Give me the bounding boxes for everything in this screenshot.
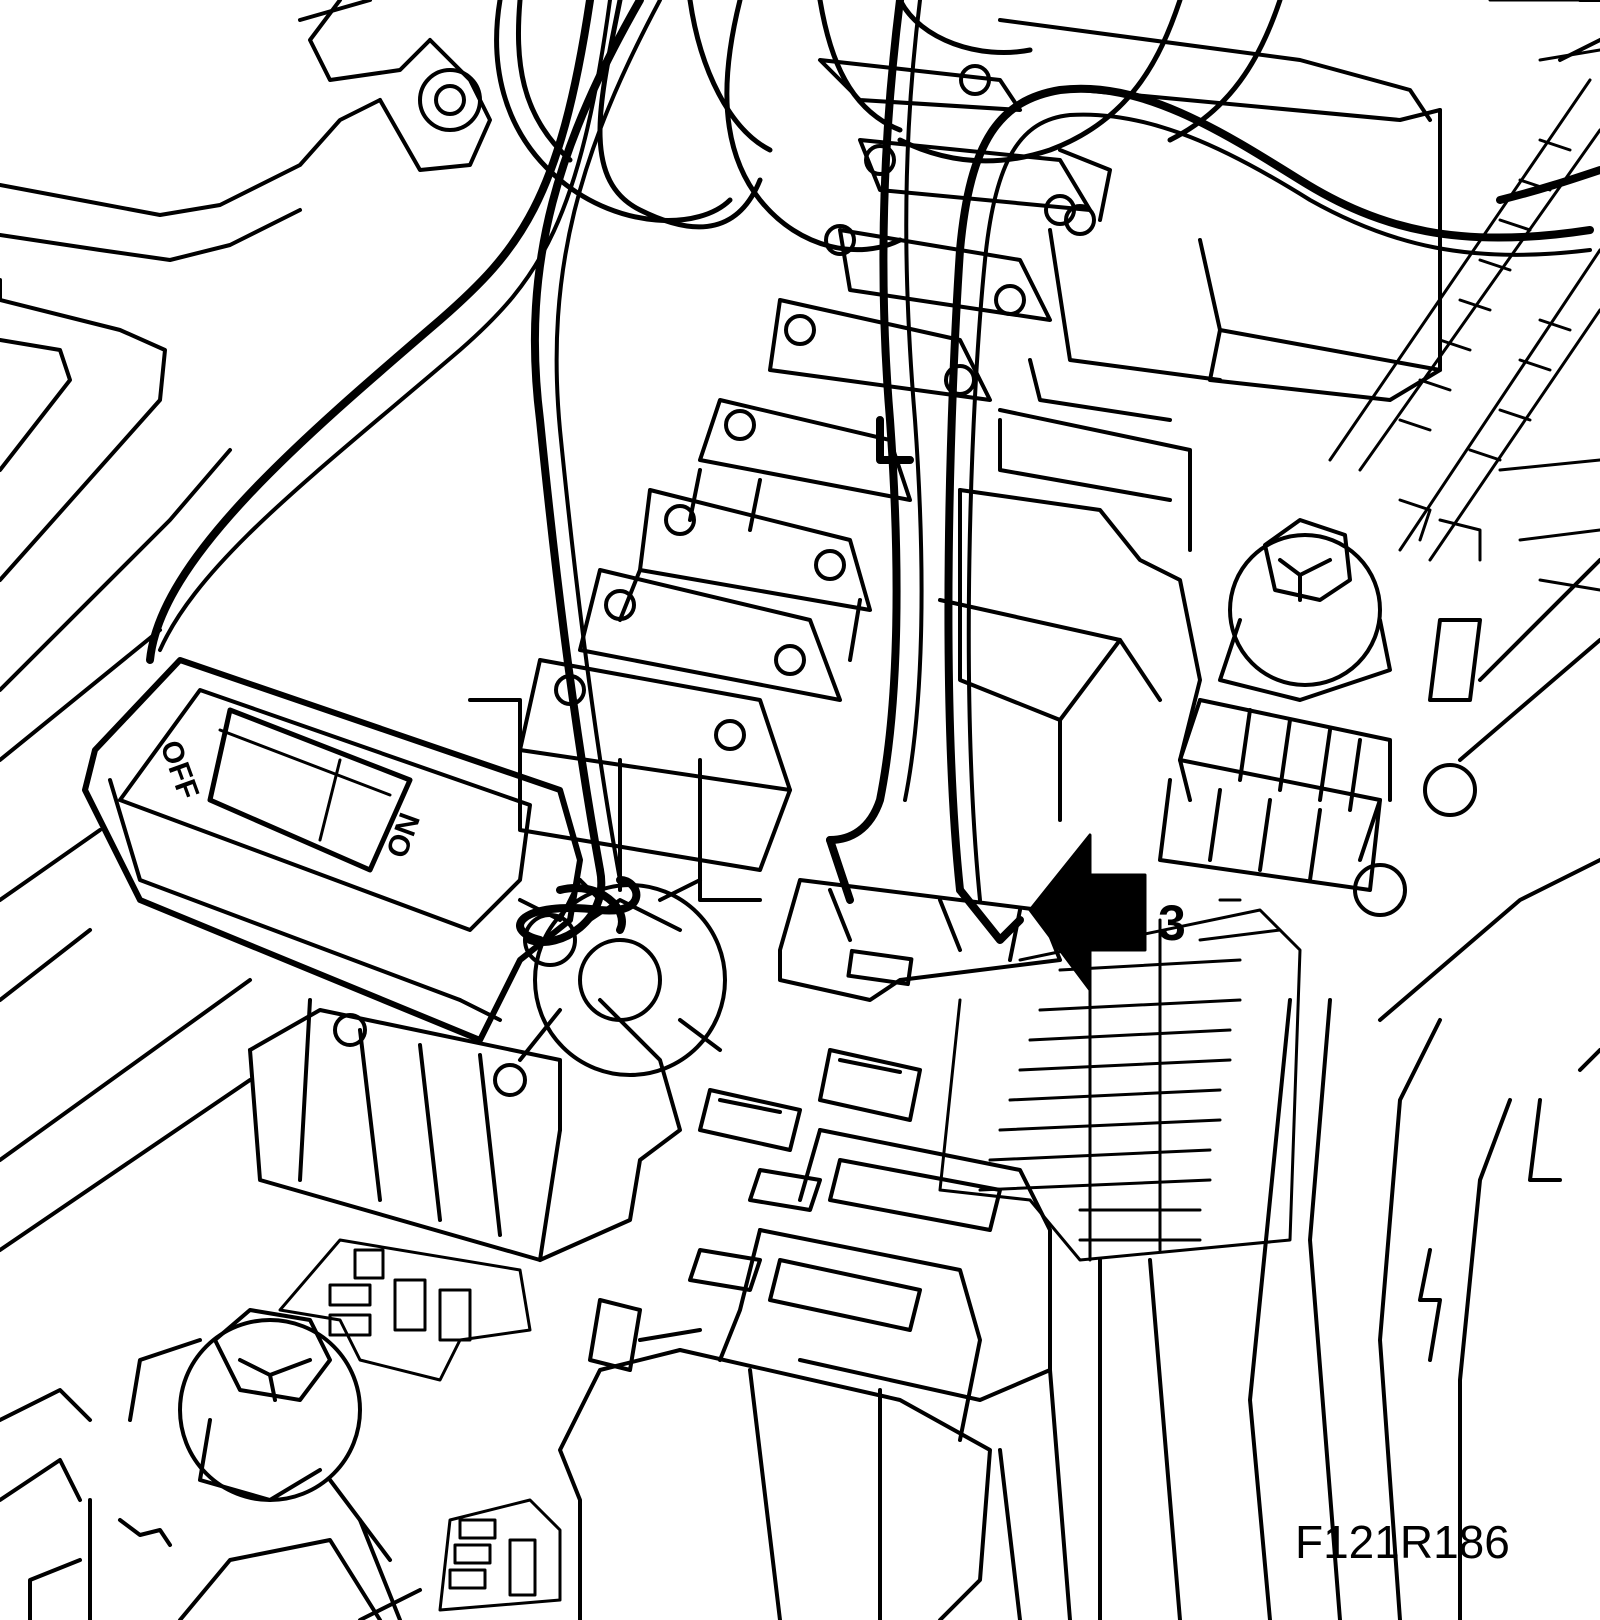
ribbed-connector (938, 898, 1302, 1262)
test-switch (82, 657, 583, 1043)
right-lead (944, 84, 1600, 944)
right-terminal-strip (1328, 0, 1600, 592)
switch-on-label: ON (381, 809, 427, 863)
lower-left-fuse-slots (278, 1238, 562, 1612)
right-connector (1158, 618, 1482, 917)
small-fuse (1058, 148, 1112, 236)
upper-wire-bundle (494, 0, 1283, 253)
switch-off-label: OFF (153, 736, 205, 804)
left-lead (826, 0, 924, 904)
test-connector (778, 878, 1062, 1002)
right-screw (1218, 518, 1392, 702)
lower-relay (248, 998, 682, 1262)
bottom-relays (558, 1128, 1182, 1620)
callout-number: 3 (1158, 895, 1186, 951)
center-sockets (588, 1048, 922, 1372)
callout-arrow (1028, 833, 1147, 992)
test-leads (146, 0, 662, 946)
top-bracket (0, 0, 492, 302)
figure-id-label: F121R186 (1295, 1516, 1510, 1568)
relay-housing (938, 18, 1442, 822)
lower-left-screw (178, 1308, 402, 1620)
